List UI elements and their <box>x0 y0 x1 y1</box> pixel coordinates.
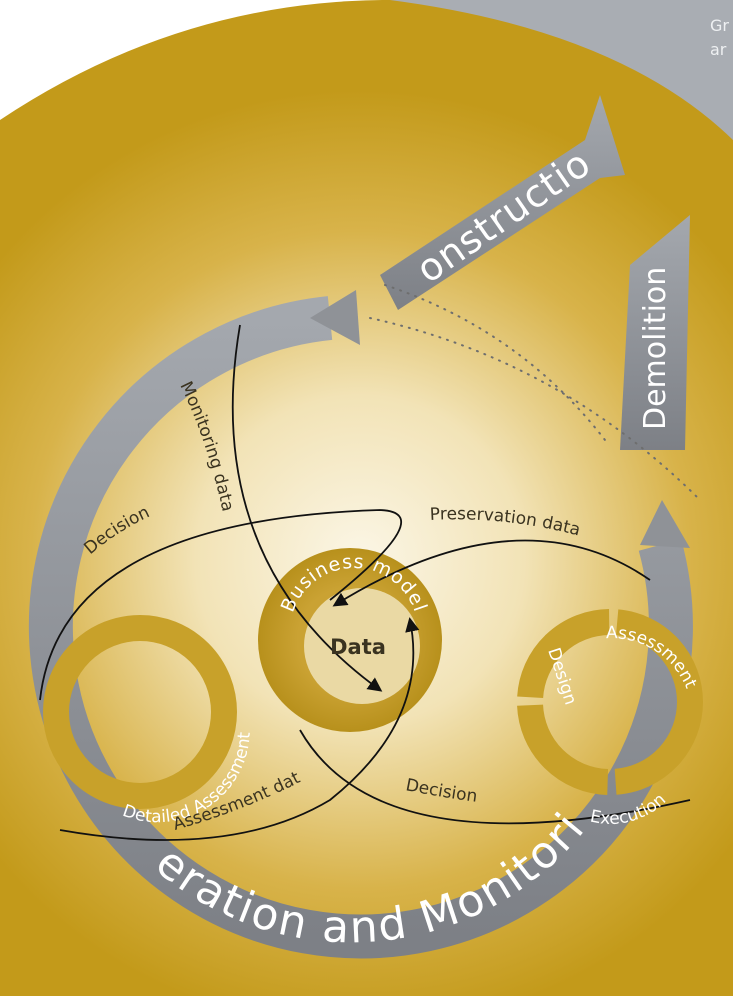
dotted-connector-lower <box>369 317 701 501</box>
execution-cycle <box>517 609 703 795</box>
demolition-arrow <box>620 215 690 450</box>
demolition-label: Demolition <box>638 267 673 430</box>
construction-arrow <box>380 95 625 310</box>
monitoring-data-flow <box>231 324 383 692</box>
data-label: Data <box>330 635 386 659</box>
decision-left-flow <box>39 509 402 701</box>
decision-bottom-flow <box>299 729 691 825</box>
corner-text-line-1: Gr <box>710 16 729 35</box>
data-core <box>304 588 420 704</box>
corner-text-line-2: ar <box>710 40 727 59</box>
detailed-assessment-cycle <box>43 615 237 809</box>
assessment-data-flow <box>59 617 420 841</box>
dotted-connector-upper <box>384 284 606 441</box>
demolition-ring-arrowhead <box>640 500 690 548</box>
operation-ring-arrowhead <box>310 290 360 345</box>
preservation-data-flow <box>332 539 651 607</box>
corner-text: Gr ar <box>710 14 733 62</box>
